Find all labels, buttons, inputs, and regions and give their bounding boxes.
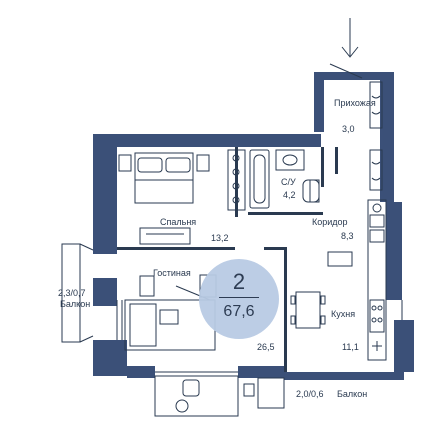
- kitchen-name: Кухня: [331, 309, 356, 319]
- bedroom-name: Спальня: [160, 217, 197, 227]
- hallway-name: Прихожая: [334, 98, 376, 108]
- balcony-bottom-area: 2,0/0,6: [296, 389, 324, 399]
- bathroom-name: С/У: [281, 177, 296, 187]
- bedroom-furniture: [118, 149, 246, 245]
- entrance-arrow-icon: [341, 18, 359, 58]
- balcony-left-area: 2,3/0,7: [58, 288, 86, 298]
- dining-table: [290, 291, 326, 329]
- badge-divider: [219, 297, 259, 298]
- kitchen-unit: [327, 199, 387, 361]
- exterior-walls: [93, 72, 414, 380]
- corridor-area: 8,3: [341, 231, 354, 241]
- bathroom-area: 4,2: [283, 190, 296, 200]
- hallway-cabinets: [329, 63, 383, 191]
- balcony-bottom: [154, 375, 239, 417]
- kitchen-area: 11,1: [342, 342, 359, 352]
- balcony-left: [61, 243, 94, 343]
- hallway-area: 3,0: [342, 124, 355, 134]
- apartment-badge: 2 67,6: [199, 259, 279, 339]
- balcony-bottom-name: Балкон: [337, 389, 368, 399]
- interior-walls: [117, 147, 338, 372]
- balcony-left-name: Балкон: [60, 299, 91, 309]
- living-area: 26,5: [257, 342, 275, 352]
- total-area: 67,6: [223, 303, 255, 320]
- corridor-name: Коридор: [312, 217, 348, 227]
- living-name: Гостиная: [153, 268, 191, 278]
- bedroom-area: 13,2: [211, 233, 229, 243]
- room-count: 2: [232, 269, 246, 294]
- bathroom-fixtures: [249, 149, 320, 209]
